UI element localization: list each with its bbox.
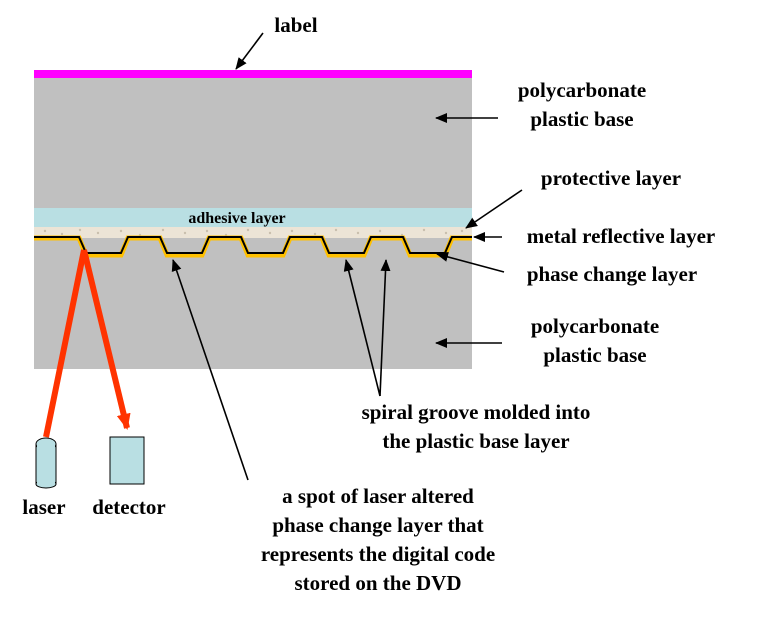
- detector-device: [109, 436, 145, 485]
- top-polycarbonate-base: [34, 77, 472, 208]
- spiral-groove-arrow-1: [343, 259, 381, 397]
- laser-device: [35, 437, 57, 489]
- spot-line2: phase change layer that: [272, 513, 483, 537]
- spiral-groove-line1: spiral groove molded into: [362, 400, 591, 424]
- protective-layer-text: protective layer: [541, 166, 681, 190]
- polycarbonate-bottom-line2: plastic base: [543, 343, 646, 367]
- spot-line4: stored on the DVD: [294, 571, 461, 595]
- spot-line1: a spot of laser altered: [282, 484, 474, 508]
- spot-arrow: [171, 259, 249, 481]
- spot-line3: represents the digital code: [261, 542, 495, 566]
- protective-layer: [34, 227, 472, 238]
- spiral-groove-line2: the plastic base layer: [382, 429, 569, 453]
- detector-text: detector: [92, 495, 165, 519]
- adhesive-layer: [34, 208, 472, 227]
- phase-change-arrow: [436, 252, 505, 273]
- metal-reflective-layer: [34, 236, 472, 254]
- polycarbonate-bottom-line1: polycarbonate: [531, 314, 659, 338]
- metal-reflective-text: metal reflective layer: [527, 224, 716, 248]
- protective-layer-arrow: [465, 189, 523, 229]
- adhesive-layer-text: adhesive layer: [188, 210, 285, 227]
- laser-beam-incident: [43, 249, 87, 438]
- label-layer: [34, 70, 472, 78]
- polycarbonate-top-line1: polycarbonate: [518, 78, 646, 102]
- spiral-groove-arrow-2: [379, 259, 391, 397]
- polycarbonate-top-line2: plastic base: [530, 107, 633, 131]
- phase-change-text: phase change layer: [527, 262, 697, 286]
- label-arrow: [235, 32, 264, 70]
- label-text: label: [274, 13, 317, 37]
- laser-beam-reflected: [81, 249, 131, 430]
- laser-text: laser: [22, 495, 65, 519]
